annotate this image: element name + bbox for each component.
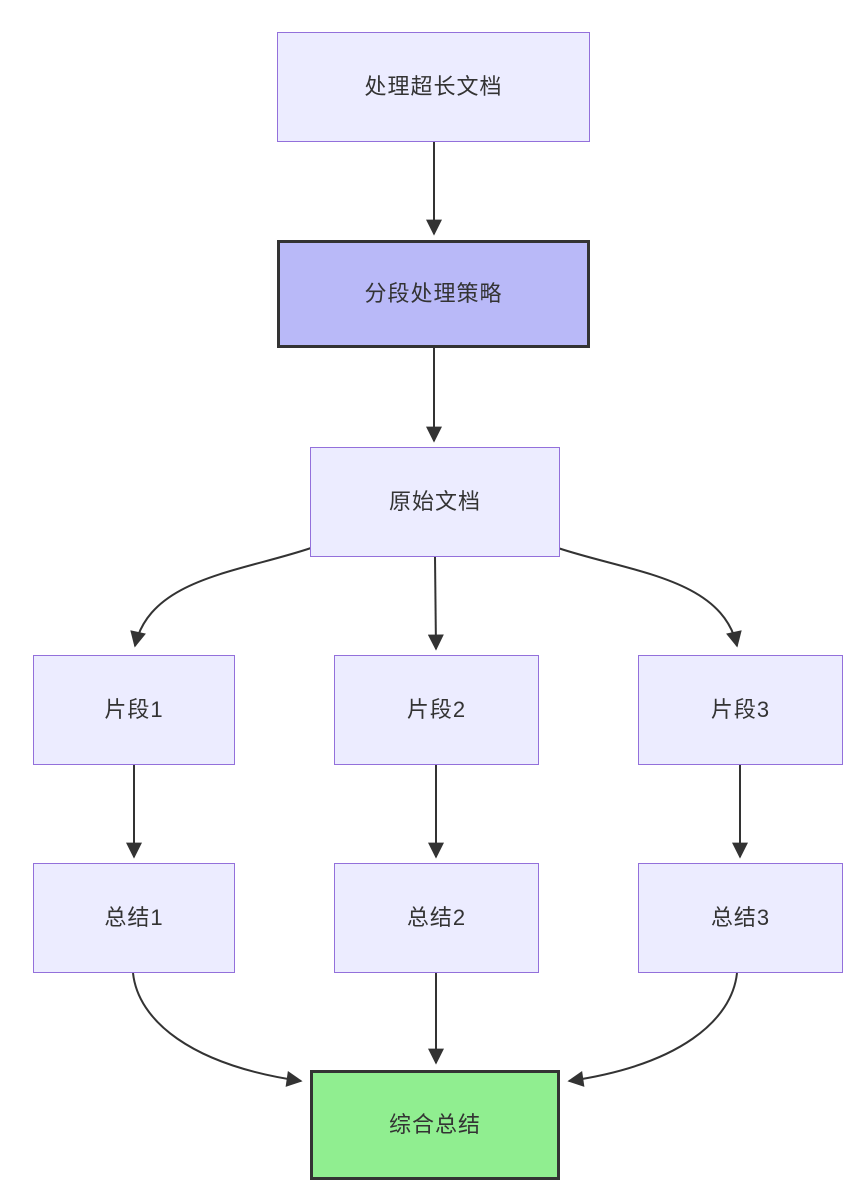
node-original-doc: 原始文档 [310,447,560,557]
edge-doc-seg3 [557,547,742,648]
edge-doc-seg1 [130,547,312,648]
node-segment-3: 片段3 [638,655,843,765]
node-summary-2: 总结2 [334,863,539,973]
node-segment-2: 片段2 [334,655,539,765]
edge-sum1-final [132,972,303,1087]
node-summary-1: 总结1 [33,863,235,973]
node-strategy: 分段处理策略 [277,240,590,348]
node-summary-3: 总结3 [638,863,843,973]
node-final-summary: 综合总结 [310,1070,560,1180]
edge-doc-seg2 [427,556,444,651]
edge-sum3-final [567,972,738,1087]
node-start: 处理超长文档 [277,32,590,142]
node-segment-1: 片段1 [33,655,235,765]
